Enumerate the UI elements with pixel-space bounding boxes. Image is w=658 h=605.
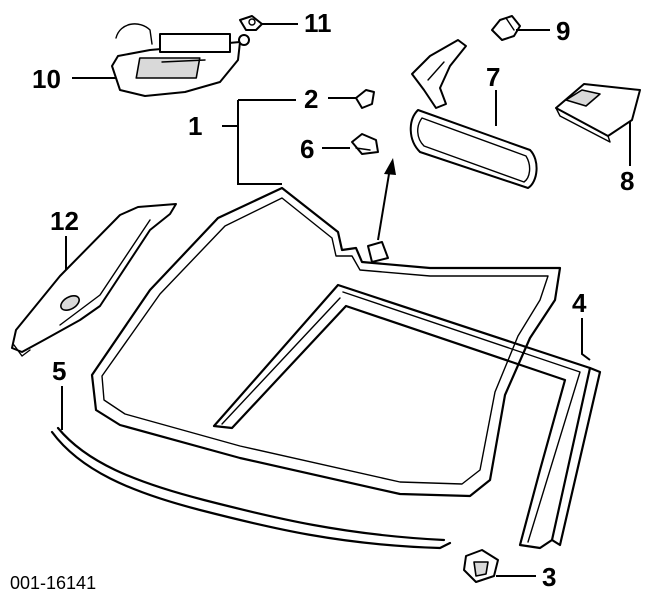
overhead-console xyxy=(555,83,641,143)
visor-clip xyxy=(239,15,263,31)
assembly-arrow xyxy=(367,158,396,263)
clip-2 xyxy=(355,89,375,109)
bracket-6 xyxy=(351,133,379,155)
rearview-mirror xyxy=(409,39,538,189)
callout-7: 7 xyxy=(486,62,501,92)
sun-visor xyxy=(111,23,250,97)
callout-4: 4 xyxy=(572,288,587,318)
windshield-moulding xyxy=(212,283,602,550)
figure-code: 001-16141 xyxy=(10,573,97,593)
callout-1: 1 xyxy=(188,111,203,141)
windshield-glass xyxy=(90,186,562,498)
callout-5: 5 xyxy=(52,356,67,386)
callout-8: 8 xyxy=(620,166,635,196)
callout-2: 2 xyxy=(304,84,319,114)
clip-3 xyxy=(463,549,499,583)
leader-lines xyxy=(61,23,631,577)
callout-11: 11 xyxy=(304,8,332,38)
callout-3: 3 xyxy=(542,562,557,592)
a-pillar-trim xyxy=(11,203,177,357)
callout-9: 9 xyxy=(556,16,571,46)
callout-12: 12 xyxy=(50,206,79,236)
lower-seal-strip xyxy=(50,426,452,550)
plug-9 xyxy=(491,15,521,41)
callout-10: 10 xyxy=(32,64,61,94)
callout-6: 6 xyxy=(300,134,315,164)
